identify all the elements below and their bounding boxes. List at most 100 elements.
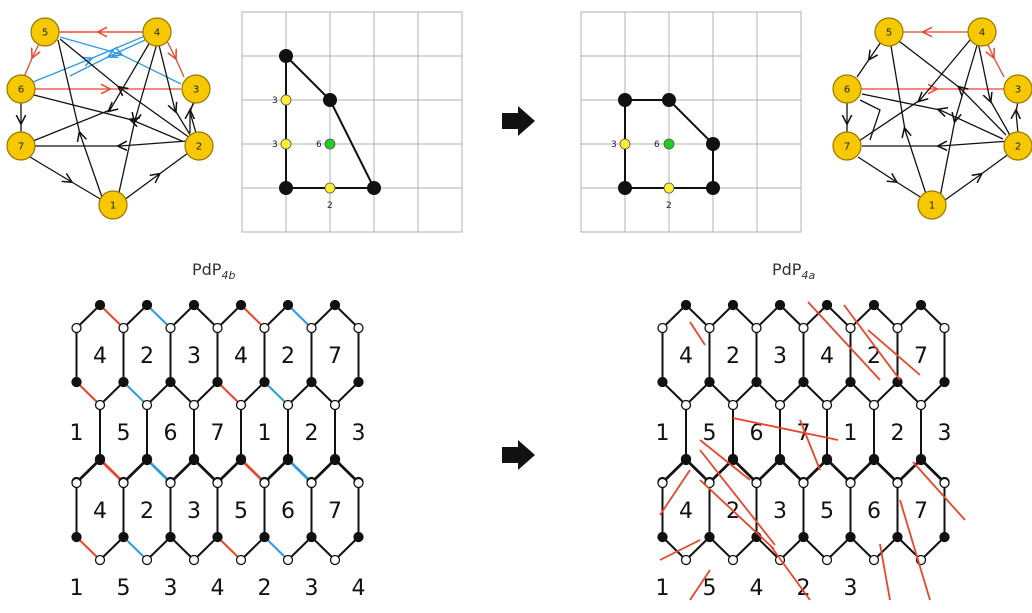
toric-vertex: [662, 93, 676, 107]
tiling-edge: [310, 381, 336, 406]
tiling-face-label: 2: [140, 499, 154, 524]
tiling-node-black: [259, 376, 270, 388]
quiver-node-label: 1: [110, 201, 116, 212]
tiling-node-white: [868, 554, 880, 566]
toric-vertex: [279, 181, 293, 195]
tiling-cut-edge: [769, 544, 811, 601]
tiling-node-white: [329, 399, 341, 411]
tiling-edge: [122, 536, 148, 561]
tiling-face-label: 7: [914, 344, 928, 369]
toric-vertex: [367, 181, 381, 195]
tiling-edge: [263, 381, 289, 406]
tiling-edge: [193, 304, 219, 329]
tiling-cut-edge: [659, 469, 691, 516]
tiling-cut-edge: [867, 329, 921, 376]
tiling-edge: [75, 536, 101, 561]
tiling-edge: [310, 304, 336, 329]
quiver-node: 4: [967, 17, 997, 47]
tiling-node-white: [939, 322, 950, 334]
tiling-cut-edge: [807, 301, 881, 381]
tiling-cut-edge: [799, 419, 821, 471]
tiling-cut-edge: [699, 449, 776, 546]
toric-label: 3: [272, 140, 278, 150]
quiver-node: 4: [142, 17, 172, 47]
tiling-face-label: 4: [211, 576, 225, 601]
toric-point-yellow: [280, 138, 292, 150]
tiling-face-label: 2: [281, 344, 295, 369]
tiling-face-label: 4: [352, 576, 366, 601]
tiling-edge: [240, 304, 266, 329]
toric-grid-left-frame: [241, 11, 463, 233]
tiling-node-white: [751, 477, 762, 489]
tiling-edge: [920, 381, 946, 406]
tiling-edge: [896, 304, 922, 329]
tiling-face-label: 4: [679, 344, 693, 369]
tiling-edge: [755, 536, 781, 561]
tiling-node-white: [353, 477, 364, 489]
tiling-node-black: [141, 454, 153, 466]
tiling-node-white: [751, 322, 762, 334]
tiling-node-black: [704, 376, 715, 388]
tiling-face-label: 1: [70, 421, 84, 446]
arrow-right-icon: [502, 106, 535, 136]
tiling-node-white: [892, 477, 903, 489]
tiling-node-black: [798, 531, 809, 543]
tiling-node-black: [282, 454, 294, 466]
tiling-node-black: [165, 376, 176, 388]
tiling-node-black: [727, 299, 739, 311]
tiling-edge: [826, 304, 852, 329]
tiling-node-black: [71, 376, 82, 388]
tiling-face-label: 1: [70, 576, 84, 601]
tiling-node-black: [188, 454, 200, 466]
tiling-node-black: [329, 454, 341, 466]
tiling-node-black: [915, 454, 927, 466]
tiling-node-black: [868, 454, 880, 466]
tiling-node-white: [259, 322, 270, 334]
toric-grid-right: [581, 12, 801, 232]
tiling-node-black: [657, 531, 668, 543]
tiling-node-black: [821, 454, 833, 466]
tiling-edge: [920, 304, 946, 329]
quiver-node-label: 7: [844, 142, 850, 153]
tiling-edge: [263, 304, 289, 329]
tiling-node-white: [94, 399, 106, 411]
tiling-node-black: [939, 531, 950, 543]
tiling-face-label: 5: [117, 421, 131, 446]
tiling-node-white: [212, 477, 223, 489]
tiling-edge: [146, 304, 172, 329]
tiling-edge: [146, 536, 172, 561]
tiling-face-label: 3: [164, 576, 178, 601]
tiling-node-black: [727, 454, 739, 466]
tiling-cut-edge: [899, 499, 931, 601]
tiling-face-label: 2: [867, 344, 881, 369]
tiling-node-black: [353, 531, 364, 543]
quiver-node-label: 5: [886, 28, 892, 39]
title-left-sub: 4b: [221, 269, 235, 282]
tiling-face-label: 5: [820, 499, 834, 524]
tiling-node-white: [657, 477, 668, 489]
tiling-edge: [779, 304, 805, 329]
tiling-node-white: [704, 322, 715, 334]
quiver-node-label: 5: [42, 28, 48, 39]
toric-vertex: [706, 137, 720, 151]
tiling-face-label: 1: [656, 576, 670, 601]
tiling-node-black: [868, 299, 880, 311]
tiling-node-white: [657, 322, 668, 334]
tiling-node-white: [118, 477, 129, 489]
quiver-node: 6: [832, 74, 862, 104]
tiling-node-black: [306, 376, 317, 388]
tiling-face-label: 6: [867, 499, 881, 524]
tiling-edge: [802, 536, 828, 561]
tiling-edge: [779, 381, 805, 406]
toric-point-yellow: [280, 94, 292, 106]
tiling-face-label: 3: [773, 499, 787, 524]
tiling-node-black: [751, 376, 762, 388]
tiling-node-black: [165, 531, 176, 543]
tiling-edge: [193, 536, 219, 561]
quiver-left-edges: [21, 32, 197, 201]
tiling-face-label: 1: [844, 421, 858, 446]
tiling-face-label: 2: [258, 576, 272, 601]
